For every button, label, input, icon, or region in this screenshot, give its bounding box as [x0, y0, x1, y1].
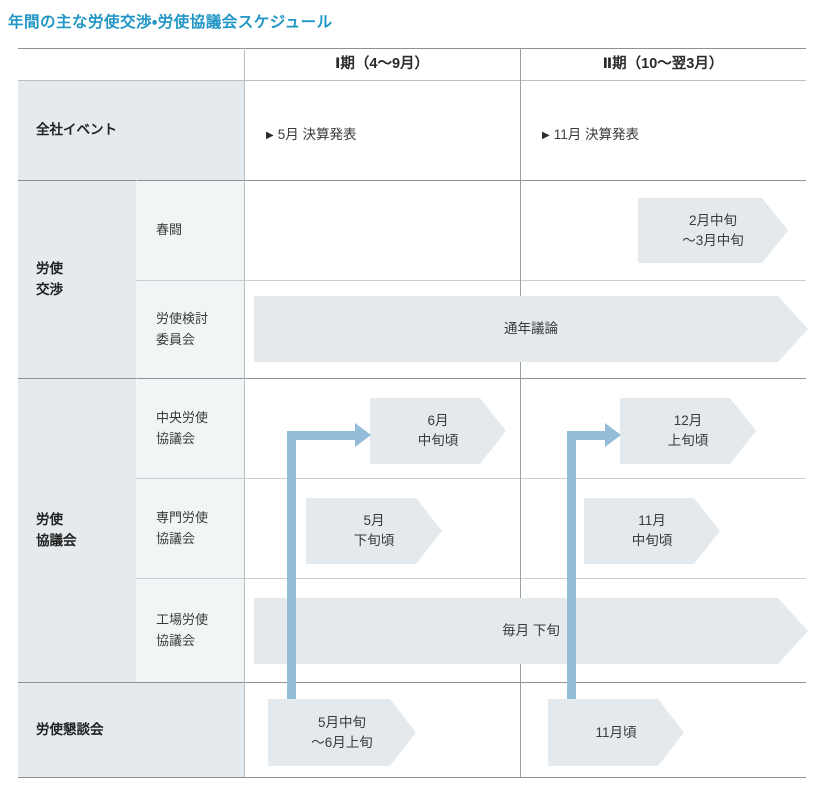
row-label-company-events: 全社イベント [18, 81, 244, 180]
block-specialized-council-period1: 5月 下旬頃 [306, 498, 442, 564]
event-period1-company: ▶5月 決算発表 [266, 123, 356, 143]
rule-bottom [18, 777, 806, 778]
row-label-roundtable-text: 労使懇談会 [36, 721, 104, 737]
sub-label-central-council-text: 中央労使 協議会 [156, 410, 209, 446]
block-central-council-period1: 6月 中旬頃 [370, 398, 506, 464]
group-label-labor-council: 労使 協議会 [18, 379, 136, 682]
sub-label-factory-council-text: 工場労使 協議会 [156, 612, 209, 648]
flow-arrow-period1-stem [287, 431, 296, 699]
rule-after-specialized [61, 578, 806, 579]
block-roundtable-period2: 11月頃 [548, 699, 684, 766]
sub-label-shunto: 春闘 [136, 181, 244, 280]
event-period2-company-text: 11月 決算発表 [553, 127, 639, 142]
rule-col-data [244, 48, 245, 777]
rule-after-central [61, 478, 806, 479]
sub-label-specialized-council: 専門労使 協議会 [136, 479, 244, 578]
block-central-council-period2: 12月 上旬頃 [620, 398, 756, 464]
block-specialized-council-period2: 11月 中旬頃 [584, 498, 720, 564]
block-review-committee-allyear: 通年議論 [254, 296, 808, 362]
sub-label-specialized-council-text: 専門労使 協議会 [156, 510, 209, 546]
block-factory-council-monthly: 毎月 下旬 [254, 598, 808, 664]
rule-after-factory [18, 682, 806, 683]
page-title: 年間の主な労使交渉・労使協議会スケジュール [8, 14, 333, 31]
row-label-company-events-text: 全社イベント [36, 122, 117, 138]
event-period1-company-text: 5月 決算発表 [277, 127, 357, 142]
row-label-roundtable: 労使懇談会 [18, 683, 244, 777]
sub-label-shunto-text: 春闘 [156, 222, 183, 238]
rule-after-company-events [18, 180, 806, 181]
sub-label-factory-council: 工場労使 協議会 [136, 579, 244, 682]
group-label-labor-negotiation: 労使 交渉 [18, 181, 136, 378]
rule-after-roushi-kouhou [18, 378, 806, 379]
flow-arrow-period1-arm [287, 431, 357, 440]
event-period2-company: ▶11月 決算発表 [542, 123, 639, 143]
rule-period-divider [520, 48, 521, 777]
flow-arrow-period2-head [605, 423, 621, 447]
flow-arrow-period1-head [355, 423, 371, 447]
group-label-labor-council-text: 労使 協議会 [36, 512, 77, 548]
schedule-table: Ⅰ期（4〜9月） Ⅱ期（10〜翌3月） 全社イベント ▶5月 決算発表 ▶11月… [18, 48, 808, 778]
header-period-2: Ⅱ期（10〜翌3月） [602, 56, 724, 72]
rule-top [18, 48, 806, 49]
header-period-1: Ⅰ期（4〜9月） [334, 56, 430, 72]
triangle-marker-icon: ▶ [266, 130, 274, 141]
flow-arrow-period2-stem [567, 431, 576, 699]
block-shunto-period2: 2月中旬 〜3月中旬 [638, 198, 788, 263]
rule-after-shunto [61, 280, 806, 281]
block-roundtable-period1: 5月中旬 〜6月上旬 [268, 699, 416, 766]
triangle-marker-icon-2: ▶ [542, 130, 550, 141]
flow-arrow-period2-arm [567, 431, 607, 440]
sub-label-review-committee-text: 労使検討 委員会 [156, 311, 209, 347]
sub-label-review-committee: 労使検討 委員会 [136, 281, 244, 378]
group-label-labor-negotiation-text: 労使 交渉 [36, 261, 63, 297]
sub-label-central-council: 中央労使 協議会 [136, 379, 244, 478]
rule-under-header [18, 80, 806, 81]
